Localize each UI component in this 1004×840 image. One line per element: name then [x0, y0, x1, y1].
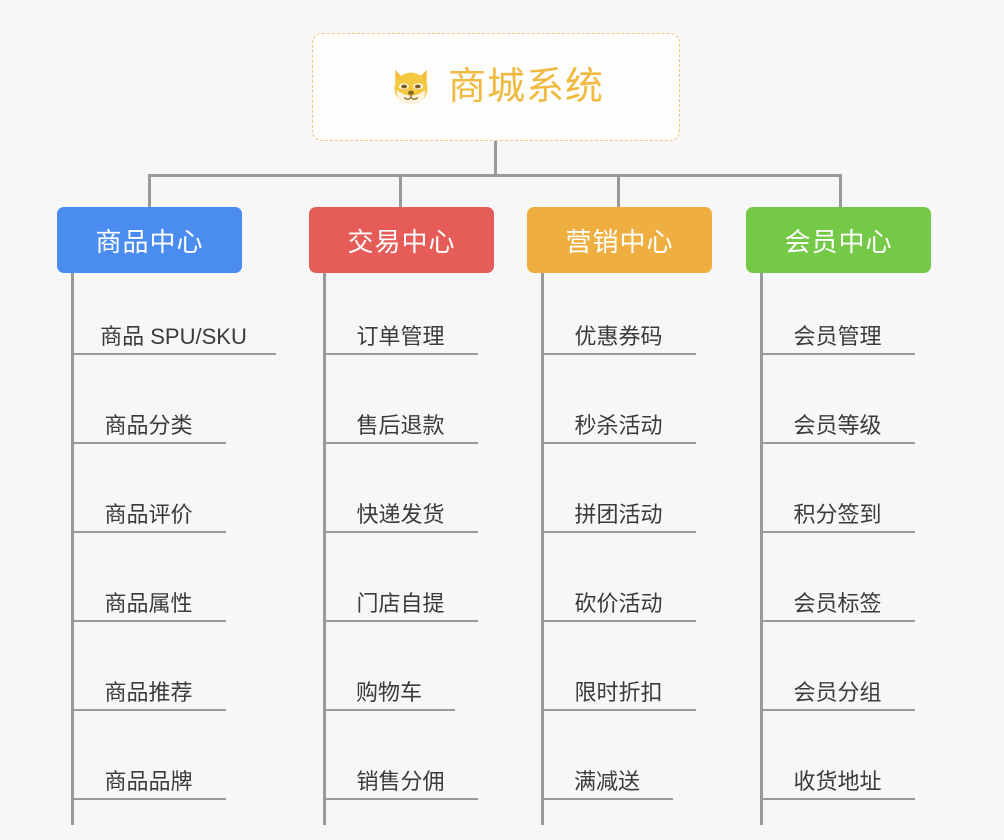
connector-drop-member-center [839, 174, 842, 207]
leaf-item-product-6[interactable]: 商品品牌 [71, 766, 226, 800]
leaf-item-trade-6[interactable]: 销售分佣 [323, 766, 478, 800]
leaf-item-trade-2[interactable]: 售后退款 [323, 410, 478, 444]
leaf-item-marketing-4[interactable]: 砍价活动 [541, 588, 696, 622]
leaf-item-member-6[interactable]: 收货地址 [760, 766, 915, 800]
shiba-dog-icon [394, 69, 428, 106]
spine-marketing-center [541, 273, 544, 825]
leaf-item-marketing-3[interactable]: 拼团活动 [541, 499, 696, 533]
leaf-item-marketing-2[interactable]: 秒杀活动 [541, 410, 696, 444]
leaf-item-trade-4[interactable]: 门店自提 [323, 588, 478, 622]
leaf-item-product-4[interactable]: 商品属性 [71, 588, 226, 622]
leaf-item-product-3[interactable]: 商品评价 [71, 499, 226, 533]
leaf-item-trade-3[interactable]: 快递发货 [323, 499, 478, 533]
connector-horizontal-bus [148, 174, 842, 177]
connector-drop-marketing-center [617, 174, 620, 207]
leaf-item-member-4[interactable]: 会员标签 [760, 588, 915, 622]
category-label-marketing-center: 营销中心 [565, 226, 674, 257]
leaf-item-product-2[interactable]: 商品分类 [71, 410, 226, 444]
category-label-trade-center: 交易中心 [347, 226, 456, 257]
leaf-item-marketing-5[interactable]: 限时折扣 [541, 677, 696, 711]
leaf-item-marketing-1[interactable]: 优惠券码 [541, 321, 696, 355]
leaf-item-member-2[interactable]: 会员等级 [760, 410, 915, 444]
root-node-label: 商城系统 [447, 66, 604, 108]
category-label-product-center: 商品中心 [95, 226, 204, 257]
spine-member-center [760, 273, 763, 825]
leaf-item-trade-5[interactable]: 购物车 [323, 677, 455, 711]
leaf-item-product-5[interactable]: 商品推荐 [71, 677, 226, 711]
connector-drop-product-center [148, 174, 151, 207]
spine-product-center [71, 273, 74, 825]
connector-root-stem [494, 141, 497, 176]
leaf-item-member-1[interactable]: 会员管理 [760, 321, 915, 355]
spine-trade-center [323, 273, 326, 825]
category-box-trade-center[interactable]: 交易中心 [309, 207, 494, 273]
connector-drop-trade-center [399, 174, 402, 207]
leaf-item-marketing-6[interactable]: 满减送 [541, 766, 673, 800]
category-box-marketing-center[interactable]: 营销中心 [527, 207, 712, 273]
leaf-item-member-3[interactable]: 积分签到 [760, 499, 915, 533]
category-box-member-center[interactable]: 会员中心 [746, 207, 931, 273]
leaf-item-product-1[interactable]: 商品 SPU/SKU [71, 321, 276, 355]
category-box-product-center[interactable]: 商品中心 [57, 207, 242, 273]
category-label-member-center: 会员中心 [784, 226, 893, 257]
leaf-item-trade-1[interactable]: 订单管理 [323, 321, 478, 355]
root-node-shop-system[interactable]: 商城系统 [312, 33, 680, 141]
leaf-item-member-5[interactable]: 会员分组 [760, 677, 915, 711]
